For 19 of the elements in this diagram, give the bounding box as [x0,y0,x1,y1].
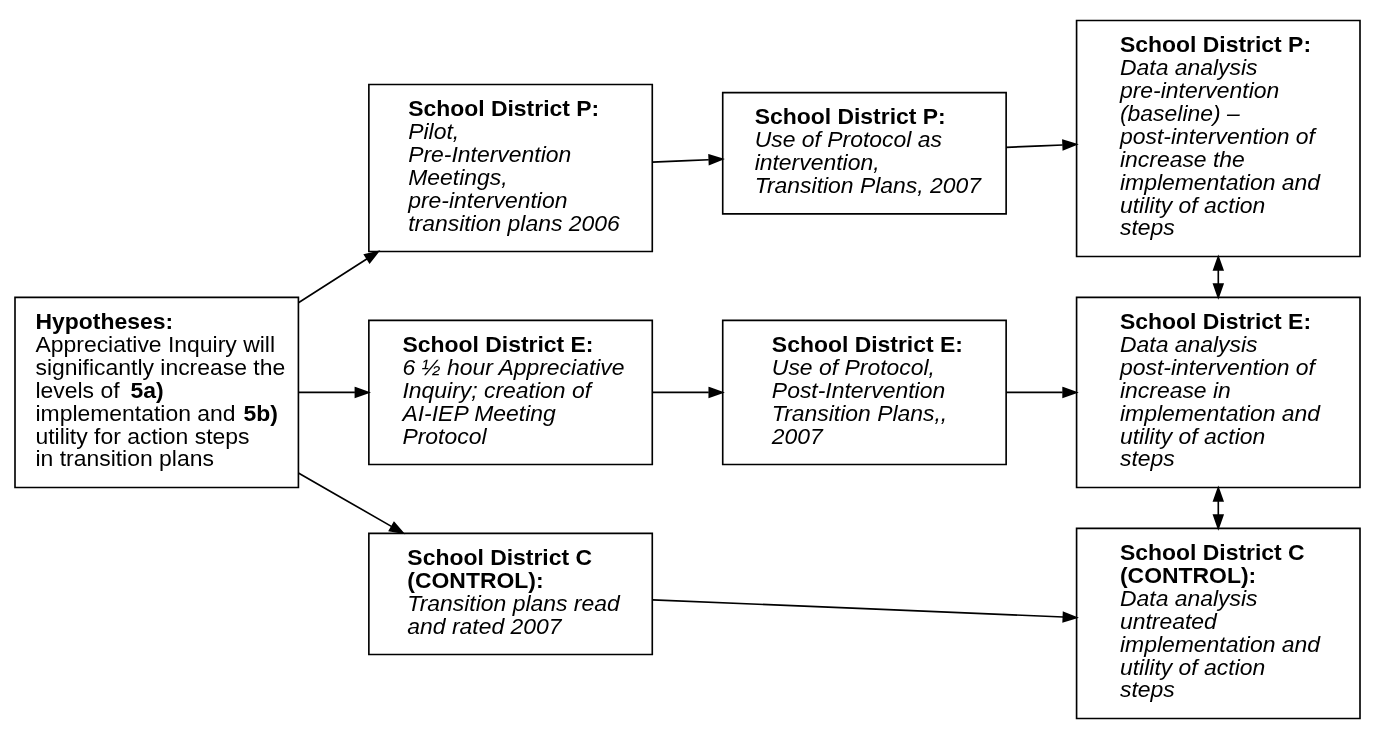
node-box: School District P: Pilot, Pre-Intervention Meetings, pre-intervention transition plans 2006 [368,83,654,253]
arrow [1005,386,1079,399]
arrow [651,599,1079,623]
arrow [651,154,725,166]
arrow [1212,485,1225,531]
arrow [297,386,371,399]
arrow [651,386,725,399]
arrow [297,472,406,535]
node-box: School District E: Use of Protocol, Post-Intervention Transition Plans,, 2007 [721,319,1007,466]
arrow [297,250,381,304]
node-box: School District C (CONTROL): Data analysis untreated implementation and utility of action steps [1075,527,1361,720]
node-box: School District P: Use of Protocol as intervention, Transition Plans, 2007 [721,91,1007,215]
arrow [1212,254,1225,300]
node-box: School District E: Data analysis post-intervention of increase in implementation and utility of action steps [1075,296,1361,489]
node-box: Hypotheses: Appreciative Inquiry will significantly increase the levels of 5a) implementation and 5b) utility for action steps in transition plans [14,296,300,489]
arrow [1005,139,1079,151]
node-box: School District E: 6 ½ hour Appreciative Inquiry; creation of AI-IEP Meeting Protocol [368,319,654,466]
node-box: School District P: Data analysis pre-intervention (baseline) – post-intervention of increase the implementation and utility of action steps [1075,19,1361,258]
node-box: School District C (CONTROL): Transition plans read and rated 2007 [368,532,654,656]
